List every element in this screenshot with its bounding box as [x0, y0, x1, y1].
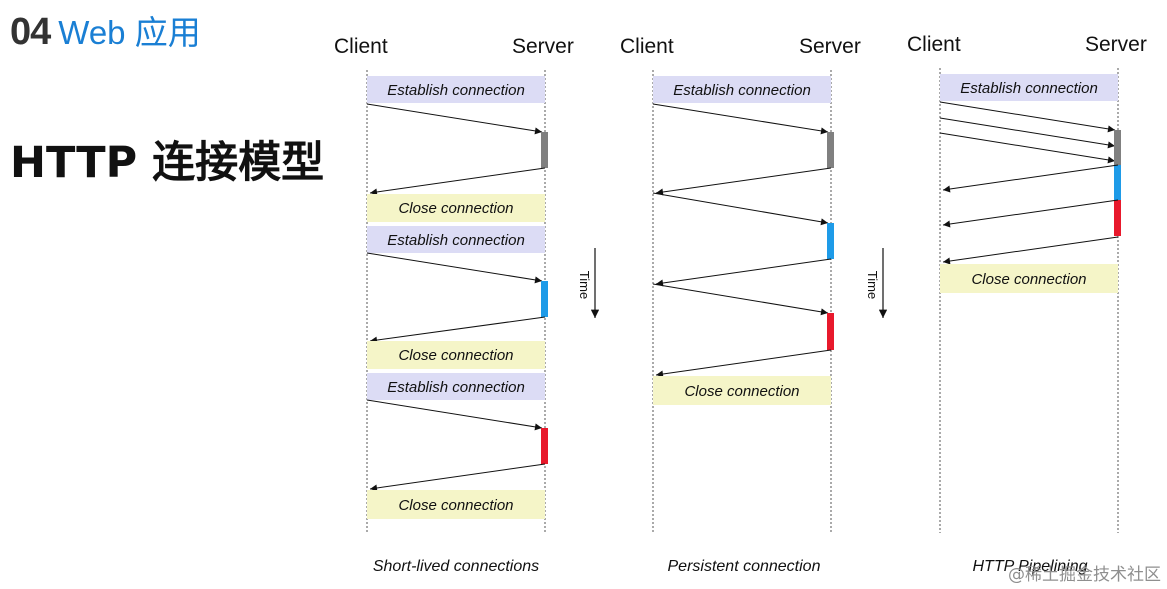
server-activity-gray — [1114, 130, 1121, 165]
close-bar-text: Close connection — [684, 383, 799, 400]
close-bar-text: Close connection — [398, 347, 513, 364]
close-bar — [367, 490, 545, 519]
request-arrow — [366, 399, 543, 431]
close-bar — [653, 376, 831, 405]
establish-bar — [367, 76, 545, 103]
time-label: Time — [865, 271, 880, 299]
establish-bar — [940, 74, 1118, 101]
diagram-short-lived: Client Server Establish connection Close… — [334, 35, 574, 575]
request-arrow — [939, 132, 1116, 164]
response-arrow — [655, 167, 832, 196]
response-arrow — [369, 463, 546, 492]
server-label: Server — [1085, 33, 1147, 56]
server-activity-red — [541, 428, 548, 464]
page-title: HTTP 连接模型 — [10, 138, 325, 188]
request-arrow — [939, 117, 1116, 149]
server-activity-red — [827, 313, 834, 350]
close-bar — [367, 341, 545, 369]
client-label: Client — [620, 35, 674, 58]
section-header: 04 Web 应用 — [10, 6, 201, 54]
server-label: Server — [799, 35, 861, 58]
establish-bar — [653, 76, 831, 103]
server-activity-blue — [1114, 165, 1121, 200]
establish-bar — [367, 226, 545, 253]
server-activity-gray — [827, 132, 834, 168]
client-label: Client — [334, 35, 388, 58]
request-arrow — [366, 103, 543, 135]
diagram-persistent: Client Server Establish connection Close… — [620, 35, 861, 575]
client-label: Client — [907, 33, 961, 56]
response-arrow — [655, 349, 832, 378]
request-arrow — [939, 101, 1116, 133]
diagram-caption: Persistent connection — [668, 558, 821, 575]
establish-bar-text: Establish connection — [387, 232, 525, 249]
diagram-pipelining: Client Server Establish connection Close… — [907, 33, 1147, 575]
establish-bar-text: Establish connection — [960, 80, 1098, 97]
request-arrow — [652, 283, 829, 316]
server-activity-red — [1114, 200, 1121, 236]
response-arrow — [942, 164, 1119, 193]
server-label: Server — [512, 35, 574, 58]
response-arrow — [655, 258, 832, 287]
request-arrow — [652, 103, 829, 135]
server-activity-blue — [541, 281, 548, 317]
watermark: @稀土掘金技术社区 — [1008, 565, 1161, 585]
diagram-caption: Short-lived connections — [373, 558, 539, 575]
server-activity-blue — [827, 223, 834, 259]
establish-bar-text: Establish connection — [673, 82, 811, 99]
close-bar — [940, 264, 1118, 293]
section-number: 04 — [10, 11, 51, 53]
close-bar-text: Close connection — [398, 200, 513, 217]
response-arrow — [369, 316, 546, 344]
request-arrow — [652, 192, 829, 226]
section-label: Web 应用 — [58, 14, 201, 51]
time-label: Time — [577, 271, 592, 299]
establish-bar-text: Establish connection — [387, 379, 525, 396]
time-axis: Time — [865, 248, 888, 318]
diagram-caption: HTTP Pipelining — [972, 558, 1087, 575]
establish-bar — [367, 373, 545, 400]
close-bar-text: Close connection — [971, 271, 1086, 288]
time-axis: Time — [577, 248, 600, 318]
response-arrow — [942, 199, 1119, 228]
establish-bar-text: Establish connection — [387, 82, 525, 99]
close-bar-text: Close connection — [398, 497, 513, 514]
close-bar — [367, 194, 545, 222]
response-arrow — [942, 236, 1119, 265]
response-arrow — [369, 167, 546, 196]
server-activity-gray — [541, 132, 548, 168]
request-arrow — [366, 252, 543, 284]
